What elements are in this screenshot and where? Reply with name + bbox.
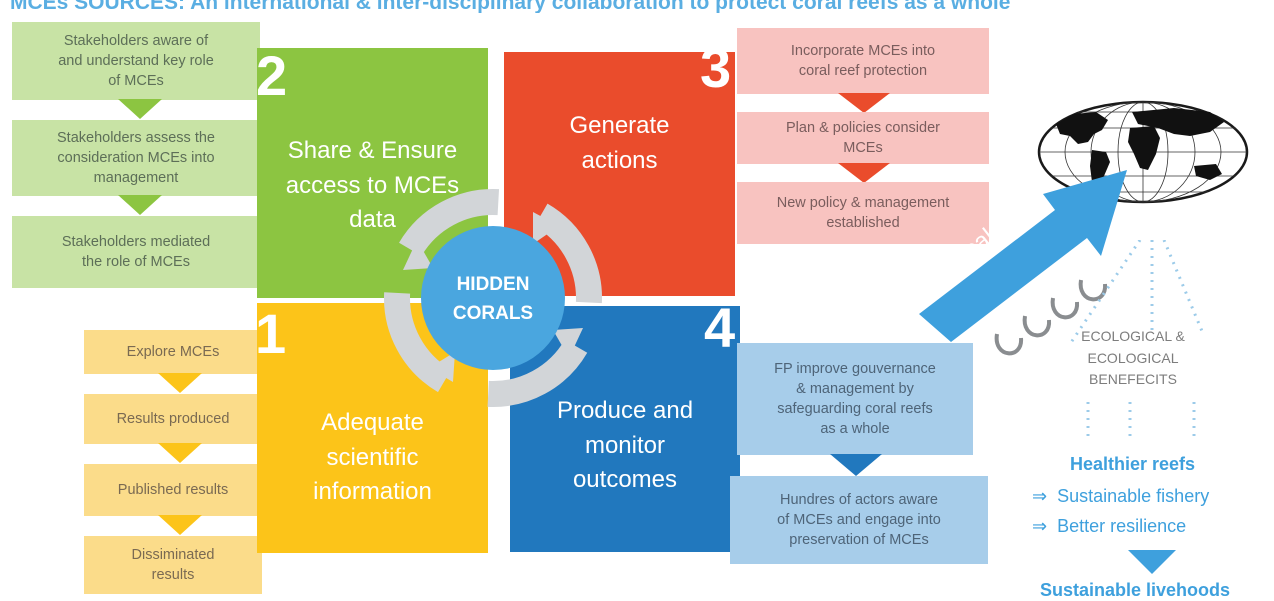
- scale-up-arrow: [919, 170, 1127, 342]
- implies-icon: ⇒: [1032, 516, 1048, 536]
- green-step-3: Stakeholders mediated the role of MCEs: [12, 216, 260, 288]
- green-step-3-line-1: Stakeholders mediated: [61, 234, 211, 250]
- yellow-arrow-1: [158, 373, 202, 393]
- green-arrow-1: [118, 99, 162, 119]
- quadrant-4-monitor-outcomes: Produce and monitor outcomes: [510, 306, 740, 552]
- scale-up-arrow-shape: [919, 170, 1127, 342]
- australia-shape: [1194, 164, 1222, 180]
- quadrant-3-line-2: actions: [581, 147, 658, 174]
- green-step-2-line-3: management: [93, 170, 179, 186]
- pink-step-1-line-1: Incorporate MCEs into: [790, 43, 936, 59]
- cycle-ring: [384, 189, 602, 407]
- green-step-2: Stakeholders assess the consideration MCE…: [12, 120, 260, 196]
- outcome-item-1: ⇒ Sustainable fishery: [1032, 486, 1209, 507]
- eurasia-shape: [1132, 108, 1224, 136]
- pink-step-3: New policy & management established: [737, 182, 989, 244]
- quadrant-2-line-1: Share & Ensure: [287, 136, 458, 164]
- blue-step-1-line-4: as a whole: [820, 421, 890, 437]
- quadrant-3-line-1: Generate: [569, 112, 670, 140]
- quadrant-2-line-3: data: [349, 206, 396, 234]
- hidden-corals-label: HIDDEN CORALS: [433, 270, 553, 329]
- blue-step-1-line-3: safeguarding coral reefs: [777, 401, 933, 417]
- dotted-connector-lines: [1068, 240, 1206, 345]
- yellow-step-4-line-1: Dissiminated: [131, 547, 215, 563]
- cycle-arrowhead-3: [429, 352, 455, 382]
- quadrant-1-line-2: scientific: [326, 443, 419, 471]
- quadrant-3-number: 3: [700, 36, 732, 99]
- blue-step-1: FP improve gouvernance & management by saf…: [737, 343, 973, 455]
- yellow-step-1: Explore MCEs: [84, 330, 262, 374]
- dotted-connector-lower: [1086, 402, 1196, 438]
- africa-shape: [1128, 126, 1160, 170]
- cycle-arrowhead-1: [533, 212, 559, 244]
- yellow-step-2-line-1: Results produced: [116, 411, 230, 427]
- outcome-item-2: ⇒ Better resilience: [1032, 516, 1186, 537]
- hidden-corals-line-1: HIDDEN: [456, 274, 530, 295]
- blue-step-2-line-1: Hundres of actors aware: [780, 492, 938, 508]
- quadrant-2-share-access: Share & Ensure access to MCEs data: [257, 48, 488, 298]
- yellow-step-3: Published results: [84, 464, 262, 516]
- quadrant-4-line-1: Produce and: [556, 396, 694, 424]
- pink-step-1: Incorporate MCEs into coral reef protecti…: [737, 28, 989, 94]
- quadrant-1-line-1: Adequate: [321, 408, 424, 436]
- outcome-item-1-text: Sustainable fishery: [1057, 486, 1210, 506]
- blue-step-1-line-2: & management by: [796, 381, 914, 397]
- yellow-step-3-line-1: Published results: [117, 482, 229, 498]
- hidden-corals-circle: [421, 226, 565, 370]
- yellow-step-1-line-1: Explore MCEs: [126, 344, 220, 360]
- green-step-1-line-1: Stakeholders aware of: [63, 33, 209, 49]
- blue-step-2-line-2: of MCEs and engage into: [777, 512, 941, 528]
- globe-icon: [1037, 100, 1249, 204]
- cycle-arrowhead-2: [553, 328, 583, 358]
- green-arrow-2: [118, 195, 162, 215]
- benefits-line-3: BENEFECITS: [1089, 371, 1177, 388]
- quadrant-2-line-2: access to MCEs: [285, 171, 460, 199]
- quadrant-1-line-3: information: [313, 478, 432, 506]
- blue-step-1-line-1: FP improve gouvernance: [774, 361, 936, 377]
- implies-icon: ⇒: [1032, 486, 1048, 506]
- healthier-reefs-label: Healthier reefs: [1070, 454, 1196, 474]
- cycle-loops-icon: [994, 279, 1108, 356]
- quadrant-1-number: 1: [255, 302, 287, 365]
- blue-arrow-1: [830, 454, 882, 476]
- pink-step-2-line-1: Plan & policies consider: [786, 120, 940, 136]
- yellow-step-4: Dissiminated results: [84, 536, 262, 594]
- benefits-line-1: ECOLOGICAL &: [1081, 328, 1185, 344]
- cycle-arrowhead-4: [403, 240, 433, 270]
- banner-title: MCEs SOURCES: An international & inter-d…: [10, 0, 1011, 13]
- green-step-2-line-1: Stakeholders assess the: [57, 130, 215, 146]
- blue-step-2: Hundres of actors aware of MCEs and engag…: [730, 476, 988, 564]
- green-step-3-line-2: the role of MCEs: [81, 254, 190, 270]
- pink-step-3-line-1: New policy & management: [776, 195, 950, 211]
- hidden-corals-line-2: CORALS: [452, 303, 534, 325]
- pink-step-2-line-2: MCEs: [843, 140, 883, 156]
- north-america-shape: [1056, 112, 1108, 144]
- green-step-1-line-3: of MCEs: [108, 73, 164, 89]
- quadrant-4-line-2: monitor: [584, 431, 665, 459]
- green-step-1: Stakeholders aware of and understand key …: [12, 22, 260, 100]
- yellow-arrow-3: [158, 515, 202, 535]
- quadrant-4-number: 4: [704, 296, 736, 359]
- pink-step-1-line-2: coral reef protection: [798, 63, 928, 79]
- outcome-arrow-down: [1128, 550, 1176, 574]
- quadrant-2-number: 2: [256, 44, 288, 107]
- yellow-step-4-line-2: results: [151, 567, 195, 583]
- pink-arrow-2: [838, 163, 890, 183]
- sustainable-livehoods-label: Sustainable livehoods: [1040, 580, 1231, 600]
- outcome-item-2-text: Better resilience: [1057, 516, 1187, 536]
- pink-arrow-1: [838, 93, 890, 113]
- green-step-1-line-2: and understand key role: [58, 53, 214, 69]
- blue-step-2-line-3: preservation of MCEs: [789, 532, 929, 548]
- benefits-line-2: ECOLOGICAL: [1087, 349, 1179, 366]
- pink-step-3-line-2: established: [826, 215, 900, 231]
- benefits-label: ECOLOGICAL & ECOLOGICAL BENEFECITS: [1058, 326, 1208, 391]
- green-step-2-line-2: consideration MCEs into: [57, 150, 215, 166]
- yellow-step-2: Results produced: [84, 394, 262, 444]
- quadrant-4-line-3: outcomes: [572, 466, 678, 494]
- yellow-arrow-2: [158, 443, 202, 463]
